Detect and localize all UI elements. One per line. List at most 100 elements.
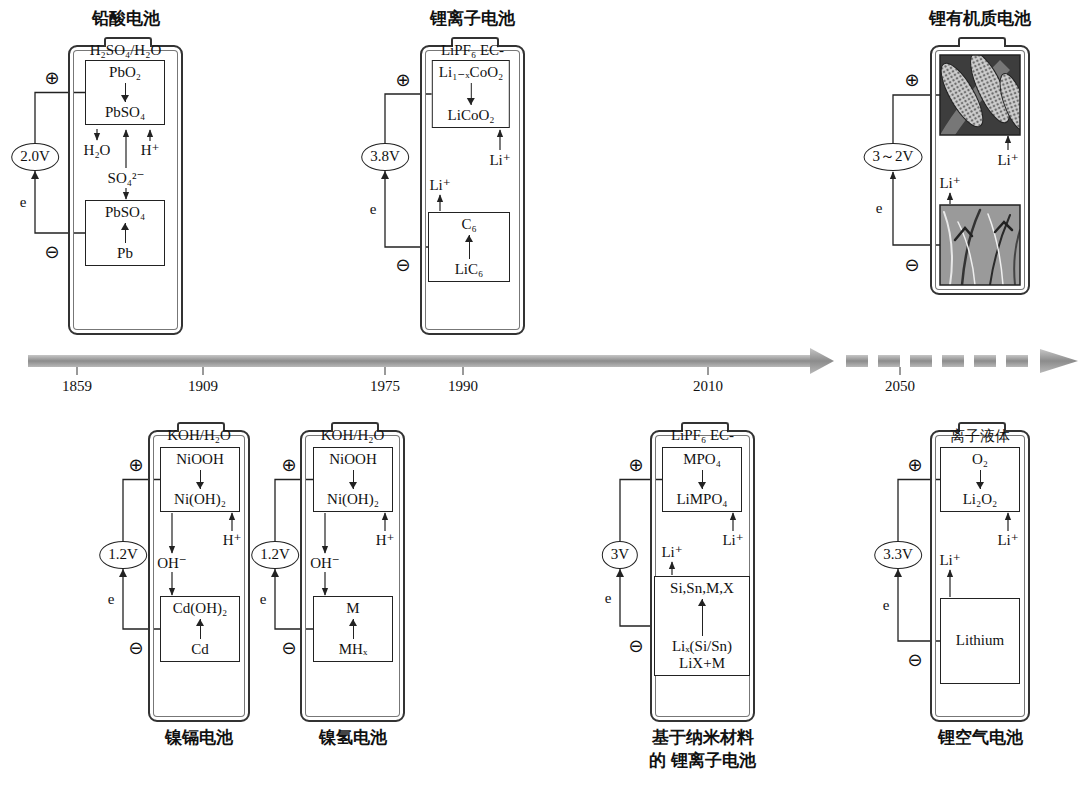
ion-label: Li⁺: [722, 532, 743, 549]
voltage-oval: 3.3V: [874, 541, 922, 569]
ion-arrows: [97, 129, 1008, 597]
electrode-material: Li₁₋ₓCoO₂: [439, 64, 503, 81]
electron-label: e: [876, 200, 883, 217]
voltage-value: 3V: [611, 546, 629, 563]
reaction-arrow: [349, 617, 358, 641]
electrode-box: Lithium: [940, 598, 1020, 684]
wire-connector: [35, 93, 85, 144]
polarity-symbol: ⊖: [907, 650, 922, 670]
polarity-symbol: ⊕: [628, 455, 643, 475]
voltage-value: 1.2V: [260, 546, 290, 563]
arrow-head: [119, 569, 127, 577]
electrode-material: O₂: [972, 451, 988, 468]
electrode-box: Li₁₋ₓCoO₂ LiCoO₂: [432, 60, 510, 128]
battery-name: 镍镉电池: [165, 726, 233, 749]
ion-label: Li⁺: [997, 152, 1018, 169]
reaction-arrow: [121, 221, 130, 245]
voltage-value: 3.3V: [883, 546, 913, 563]
electron-label: e: [369, 201, 378, 218]
arrow-head: [121, 95, 129, 102]
arrow-head: [349, 482, 357, 489]
wire-connector: [620, 480, 662, 542]
electrode-material: LiCoO₂: [448, 107, 495, 124]
electrode-material: Lithium: [956, 632, 1004, 649]
voltage-value: 1.2V: [108, 546, 138, 563]
ion-label: Li⁺: [997, 532, 1018, 549]
electrode-box: C₆LiC₆: [428, 212, 510, 282]
wire-connector: [31, 171, 85, 233]
arrow-head: [121, 223, 129, 230]
electrode-material: Ni(OH)₂: [174, 491, 226, 508]
wire-connector: [119, 569, 160, 629]
electrode-material: MHₓ: [339, 641, 368, 658]
year-label: 1975: [370, 378, 400, 395]
battery-housing: 铅酸电池H₂SO₄/H₂OPbO₂PbSO₄PbSO₄Pb: [68, 45, 183, 335]
battery-terminal: [958, 37, 1006, 47]
arrow-head: [698, 482, 706, 489]
battery-housing: 锂有机质电池: [930, 45, 1030, 295]
reaction-arrow: [698, 597, 707, 637]
polarity-symbol: ⊕: [281, 455, 296, 475]
electron-label: e: [882, 597, 891, 614]
ion-label: Li⁺: [429, 177, 450, 194]
battery-name: 锂离子电池: [430, 7, 515, 30]
electrode-material: PbSO₄: [105, 104, 145, 121]
polarity-symbol: ⊕: [128, 455, 143, 475]
electron-label: e: [19, 194, 28, 211]
wire-line: [898, 480, 940, 542]
wire-line: [620, 480, 662, 542]
reaction-arrow: [465, 233, 474, 261]
voltage-oval: 3.8V: [361, 143, 409, 171]
voltage-value: 3～2V: [873, 148, 914, 165]
arrow-head: [196, 482, 204, 489]
reaction-arrow: [196, 617, 205, 641]
voltage-oval: 3～2V: [864, 143, 923, 171]
battery-name: 锂有机质电池: [929, 7, 1031, 30]
ion-label: Li⁺: [489, 152, 510, 169]
electrode-material: C₆: [461, 216, 476, 233]
electrode-material: Pb: [117, 245, 133, 262]
polarity-symbol: ⊖: [628, 636, 643, 656]
ion-label: Li⁺: [939, 552, 960, 569]
electrode-material: Ni(OH)₂: [327, 491, 379, 508]
battery-housing: LiPF₆ EC-DMC基于纳米材料的 锂离子电池MPO₄LiMPO₄Si,Sn…: [650, 430, 755, 722]
electrode-material: Cd(OH)₂: [173, 600, 227, 617]
arrow-head: [467, 98, 475, 105]
electrode-material: NiOOH: [329, 451, 377, 468]
polarity-symbol: ⊖: [44, 242, 59, 262]
battery-name: 基于纳米材料的 锂离子电池: [644, 726, 762, 772]
ion-label: OH⁻: [310, 555, 340, 572]
ion-label: Li⁺: [661, 544, 682, 561]
voltage-value: 3.8V: [370, 148, 400, 165]
polarity-symbol: ⊕: [44, 68, 59, 88]
ion-label: H⁺: [223, 532, 242, 549]
year-label: 1909: [188, 378, 218, 395]
corn-picture: [940, 55, 1020, 135]
electrode-box: PbSO₄ Pb: [85, 200, 165, 266]
reaction-arrow: [976, 468, 985, 491]
wire-connector: [894, 569, 940, 641]
ion-label: Li⁺: [939, 175, 960, 192]
electrode-material: PbSO₄: [105, 204, 145, 221]
electrode-material: Si,Sn,M,X: [670, 580, 734, 597]
reaction-arrow: [121, 81, 130, 104]
battery-housing: KOH/H₂O镍镉电池NiOOHNi(OH)₂Cd(OH)₂Cd: [148, 430, 250, 722]
grass-picture: [940, 205, 1020, 285]
year-label: 1859: [62, 378, 92, 395]
wire-line: [898, 569, 940, 641]
year-label: 2010: [693, 378, 723, 395]
timeline-arrow: [28, 348, 1078, 375]
electrode-material: NiOOH: [176, 451, 224, 468]
battery-housing: KOH/H₂O镍氢电池NiOOHNi(OH)₂MMHₓ: [300, 430, 405, 722]
electrolyte-label: KOH/H₂O: [302, 427, 403, 444]
arrow-head: [894, 569, 902, 577]
battery-housing: 离子液体锂空气电池O₂Li₂O₂Lithium: [930, 430, 1030, 722]
electron-label: e: [107, 591, 116, 608]
arrow-head: [616, 569, 624, 577]
electrode-box: PbO₂ PbSO₄: [85, 60, 165, 125]
polarity-symbol: ⊕: [904, 70, 919, 90]
reaction-arrow: [467, 81, 476, 107]
electrode-material: PbO₂: [109, 64, 141, 81]
arrow-head: [349, 619, 357, 626]
